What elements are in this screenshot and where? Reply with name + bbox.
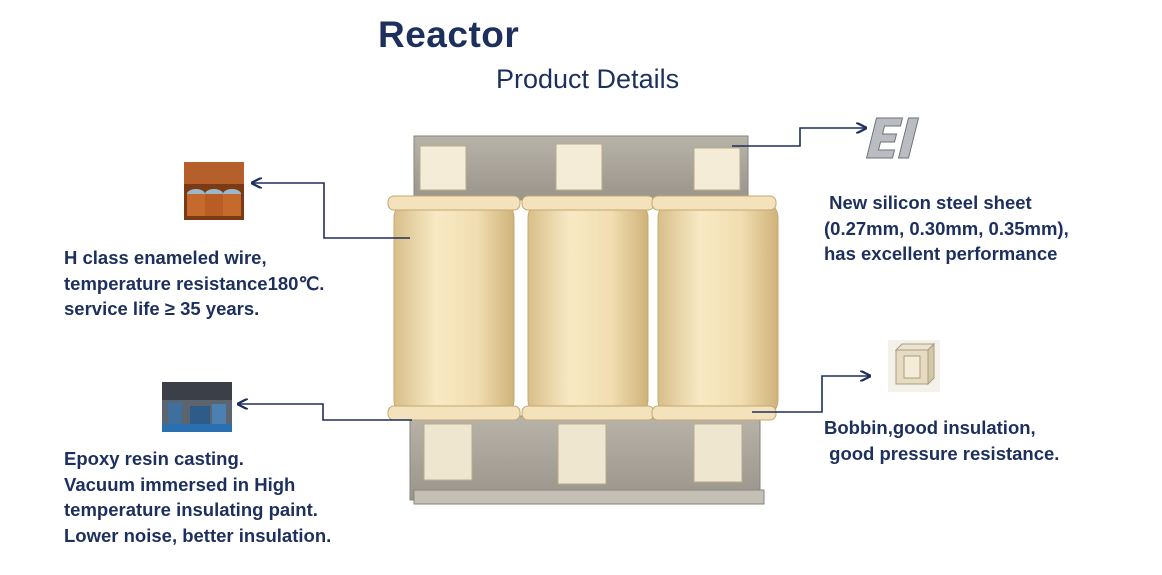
steel-callout: New silicon steel sheet (0.27mm, 0.30mm,… [824, 192, 1069, 264]
wire-callout: H class enameled wire, temperature resis… [64, 247, 325, 319]
coil-left [387, 195, 521, 421]
copper-wire-thumbnail [184, 162, 244, 220]
page-subtitle: Product Details [496, 64, 680, 94]
coil-middle [521, 195, 655, 421]
page-title: Reactor [378, 14, 520, 55]
ei-steel-sheet-thumbnail [865, 117, 920, 159]
epoxy-callout: Epoxy resin casting. Vacuum immersed in … [64, 448, 332, 546]
bobbin-thumbnail [888, 340, 940, 392]
factory-thumbnail [162, 382, 232, 432]
coil-right [651, 195, 779, 421]
reactor-product-image [387, 135, 779, 505]
bobbin-callout: Bobbin,good insulation, good pressure re… [824, 417, 1060, 464]
